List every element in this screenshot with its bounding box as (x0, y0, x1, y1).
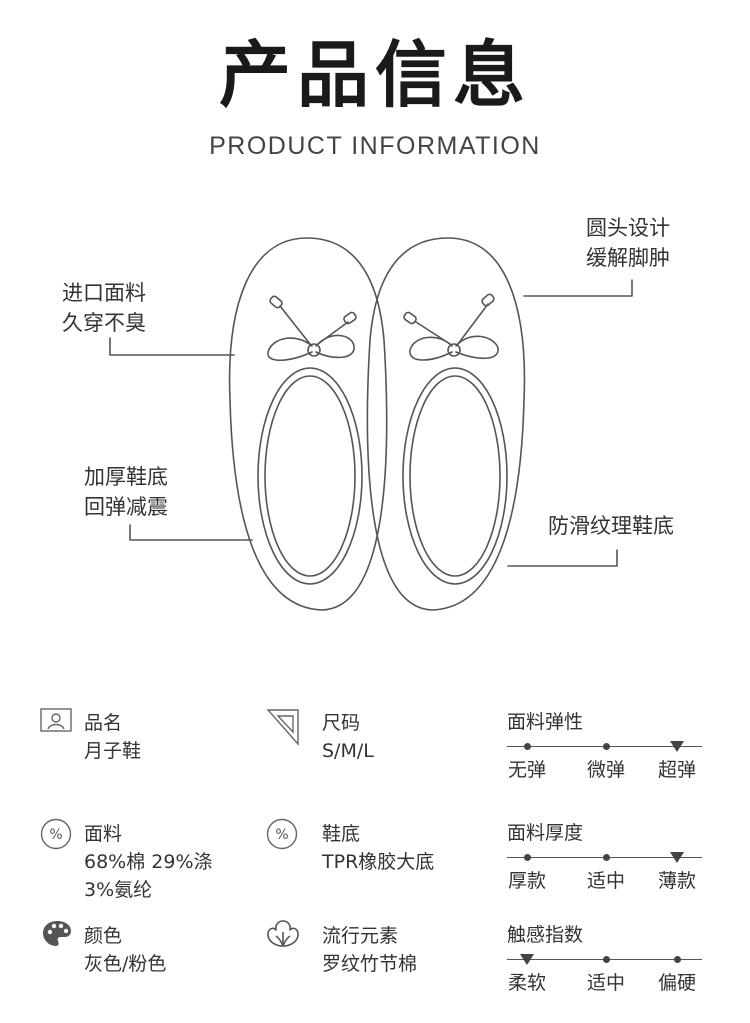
page-subtitle: PRODUCT INFORMATION (209, 132, 541, 160)
leader-top-right (523, 279, 633, 297)
spec-fabric-value-line1: 68%棉 29%涤 (84, 851, 213, 873)
scale-dot (602, 956, 610, 963)
callout-round-toe-line2: 缓解脚肿 (586, 246, 670, 270)
scale-option: 微弹 (586, 759, 625, 781)
right-shoe-opening-outer (402, 367, 508, 585)
spec-fabric-value-line2: 3%氨纶 (84, 879, 153, 901)
left-shoe-bow (267, 295, 357, 362)
percent-icon: % (266, 818, 298, 850)
scale-option: 厚款 (507, 870, 546, 892)
scale-option: 超弹 (657, 759, 696, 781)
spec-element-label: 流行元素 (322, 925, 399, 947)
scale-dot (673, 956, 681, 963)
spec-size-label: 尺码 (322, 712, 361, 734)
slippers-illustration (109, 237, 633, 611)
leader-top-left (109, 337, 235, 356)
callout-fabric-line1: 进口面料 (62, 281, 146, 305)
right-shoe-opening-inner (409, 375, 501, 577)
percent-icon: % (40, 818, 72, 850)
cotton-icon (267, 920, 299, 947)
right-shoe-outline (366, 237, 526, 611)
leader-mid-left (129, 524, 253, 541)
ruler-triangle-icon (266, 709, 299, 746)
scale-title: 面料厚度 (507, 822, 584, 844)
spec-name-label: 品名 (84, 712, 123, 734)
id-card-icon (40, 708, 72, 732)
svg-text:%: % (275, 827, 288, 843)
scale-selected-marker (670, 741, 684, 752)
scale-dot (523, 854, 531, 861)
leader-mid-right (507, 549, 618, 567)
left-shoe-opening-inner (264, 375, 356, 577)
scale-option: 薄款 (657, 870, 696, 892)
scale-title: 触感指数 (507, 924, 584, 946)
svg-text:%: % (49, 827, 62, 843)
spec-sole-value: TPR橡胶大底 (322, 851, 435, 873)
page-title: 产品信息 (218, 33, 531, 117)
spec-element-value: 罗纹竹节棉 (322, 953, 418, 975)
left-shoe-outline (228, 237, 388, 611)
palette-icon (43, 921, 71, 946)
callout-thick-sole-line1: 加厚鞋底 (84, 465, 168, 489)
spec-fabric-label: 面料 (84, 823, 123, 845)
scale-option: 无弹 (507, 759, 546, 781)
spec-sole-label: 鞋底 (322, 823, 361, 845)
scale-dot (602, 854, 610, 861)
spec-color-label: 颜色 (84, 925, 123, 947)
callout-fabric: 进口面料 久穿不臭 (62, 278, 146, 338)
scale-option: 适中 (586, 972, 625, 994)
scale-option: 柔软 (507, 972, 546, 994)
callout-fabric-line2: 久穿不臭 (62, 311, 146, 335)
scale-option: 偏硬 (657, 972, 696, 994)
scale-selected-marker (520, 954, 534, 965)
right-shoe-bow (403, 293, 499, 361)
scale-dot (523, 743, 531, 750)
callout-anti-slip-line1: 防滑纹理鞋底 (548, 514, 674, 538)
spec-name-value: 月子鞋 (84, 740, 142, 762)
spec-size-value: S/M/L (322, 740, 374, 762)
left-shoe-opening-outer (257, 367, 363, 585)
callout-anti-slip: 防滑纹理鞋底 (548, 511, 674, 541)
callout-thick-sole-line2: 回弹减震 (84, 495, 168, 519)
callout-round-toe-line1: 圆头设计 (586, 216, 670, 240)
scale-title: 面料弹性 (507, 711, 584, 733)
callout-thick-sole: 加厚鞋底 回弹减震 (84, 462, 168, 522)
scale-dot (602, 743, 610, 750)
scale-option: 适中 (586, 870, 625, 892)
scale-selected-marker (670, 852, 684, 863)
callout-round-toe: 圆头设计 缓解脚肿 (586, 213, 670, 273)
spec-color-value: 灰色/粉色 (84, 953, 167, 975)
